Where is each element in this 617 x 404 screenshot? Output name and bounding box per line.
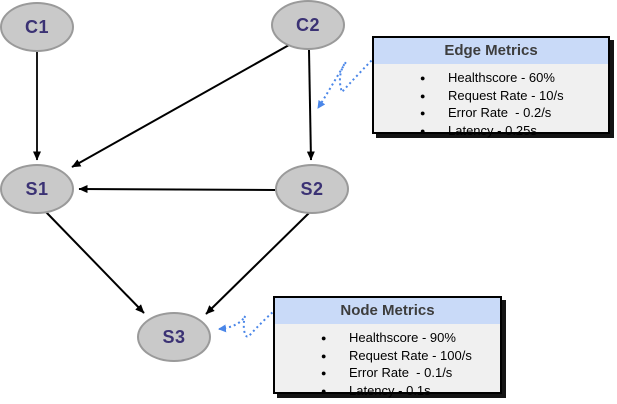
edge-s1-s3 xyxy=(45,211,145,314)
node-s1-label: S1 xyxy=(25,178,49,199)
edge-metric-latency: Latency - 0.25s xyxy=(420,122,608,139)
node-s3: S3 xyxy=(137,312,211,362)
node-metric-request-rate: Request Rate - 100/s xyxy=(321,347,500,364)
node-c2-label: C2 xyxy=(295,14,320,35)
edge-metrics-title: Edge Metrics xyxy=(374,38,608,64)
node-metric-error-rate: Error Rate - 0.1/s xyxy=(321,364,500,382)
node-c1-label: C1 xyxy=(24,16,49,37)
node-metrics-panel: Node Metrics Healthscore - 90% Request R… xyxy=(273,296,502,399)
node-metrics-list: Healthscore - 90% Request Rate - 100/s E… xyxy=(275,329,500,400)
node-metrics-title: Node Metrics xyxy=(275,298,500,324)
node-s1: S1 xyxy=(0,164,74,214)
annotation-arrow-edge-metrics-to-edge-c2-s2 xyxy=(317,56,376,109)
node-c1: C1 xyxy=(0,2,74,52)
node-s2: S2 xyxy=(275,164,349,214)
node-metric-healthscore: Healthscore - 90% xyxy=(321,329,500,347)
annotation-arrow-node-metrics-to-node-s3 xyxy=(218,305,281,338)
edge-s2-s3 xyxy=(205,212,310,315)
edge-metric-error-rate: Error Rate - 0.2/s xyxy=(420,104,608,122)
edge-c2-s2 xyxy=(306,49,315,161)
node-metric-latency: Latency - 0.1s xyxy=(321,382,500,399)
edge-metric-healthscore: Healthscore - 60% xyxy=(420,69,608,87)
edge-c2-s1 xyxy=(71,44,290,168)
edge-metrics-list: Healthscore - 60% Request Rate - 10/s Er… xyxy=(374,69,608,140)
edge-metric-request-rate: Request Rate - 10/s xyxy=(420,87,608,104)
node-s3-label: S3 xyxy=(162,326,186,347)
node-c2: C2 xyxy=(271,0,345,50)
node-s2-label: S2 xyxy=(300,178,324,199)
edge-s2-s1 xyxy=(78,185,276,194)
edge-metrics-panel: Edge Metrics Healthscore - 60% Request R… xyxy=(372,36,610,139)
